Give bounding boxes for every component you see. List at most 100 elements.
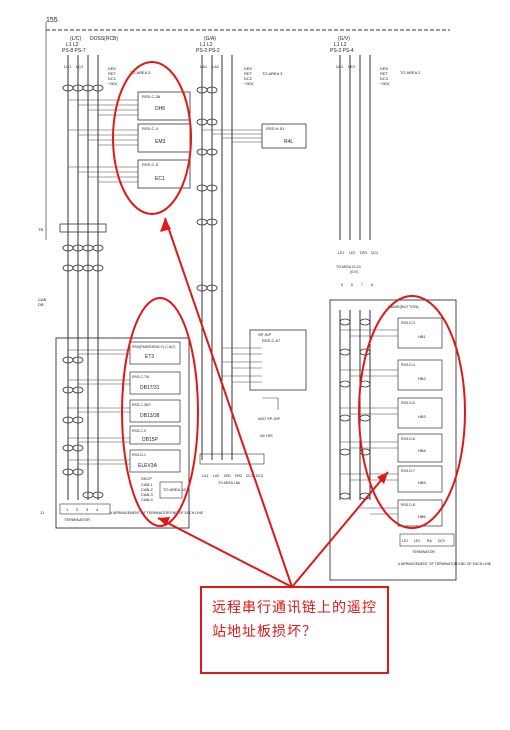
station-head: RSS-C-38/7 bbox=[132, 403, 151, 407]
left-term-num-3: 3 bbox=[86, 507, 89, 512]
left-station-2: RSS-C-4 EM3 bbox=[137, 123, 191, 153]
left-lower-fuses bbox=[62, 356, 104, 499]
left-corner-mark: 155 bbox=[46, 17, 58, 24]
right-station-5: RSS-D-7 HB5 bbox=[397, 465, 443, 493]
left-wire-3: DR1 bbox=[108, 66, 117, 71]
mid-wire-6: +30V bbox=[244, 81, 254, 86]
right-bt-2: LE2 bbox=[414, 539, 420, 543]
right-station-taps bbox=[340, 329, 398, 515]
mid-leader bbox=[262, 397, 279, 410]
right-bt-1: LE1 bbox=[402, 539, 408, 543]
right-bw-1: LE1 bbox=[338, 251, 344, 255]
station-name: DH6 bbox=[155, 106, 165, 112]
left-lower-cabinet bbox=[55, 337, 190, 529]
left-fuse-row-mid bbox=[62, 244, 104, 272]
left-wire-5: DC1 bbox=[108, 76, 117, 81]
station-head: RSS-H-51 bbox=[266, 126, 285, 131]
left-term-num-4: 4 bbox=[96, 507, 99, 512]
bus-mid-label: (G/A) bbox=[204, 36, 216, 42]
station-name: HB6 bbox=[418, 514, 427, 519]
station-head: RSS-D-8 bbox=[401, 503, 415, 507]
right-gv: (G/V) bbox=[350, 270, 358, 274]
left-j-label: J1 bbox=[40, 510, 45, 515]
left-termination-block: TB bbox=[38, 223, 107, 233]
station-name: DB17/31 bbox=[140, 385, 160, 391]
mid-sp-sip-block: SP-SIP RSS-C-67 bbox=[249, 329, 307, 391]
station-head: RSS-D-1 bbox=[132, 453, 146, 457]
bus-right-label: (G/V) bbox=[338, 36, 350, 42]
mid-bt-6: DC3 bbox=[256, 474, 263, 478]
to-area-box bbox=[159, 481, 183, 499]
right-bw-2: LE2 bbox=[349, 251, 355, 255]
station-name: EM3 bbox=[155, 139, 166, 145]
right-station-3: RSS-D-5 HB3 bbox=[397, 397, 443, 429]
station-head: RSS-C-36 bbox=[142, 94, 161, 99]
mid-w-o: W/O SP-SIP bbox=[258, 416, 281, 421]
mid-terminal-strip bbox=[199, 453, 265, 465]
station-name: DB13/38 bbox=[140, 413, 160, 419]
cab-num: DB bbox=[38, 302, 44, 307]
left-wire-1: LC1 bbox=[64, 64, 72, 69]
right-station-4: RSS-D-6 HB4 bbox=[397, 433, 443, 463]
mid-wire-4: RET bbox=[244, 71, 253, 76]
callout-text: 远程串行通讯链上的遥控站地址板损坏？ bbox=[212, 600, 377, 640]
station-name: R4L bbox=[284, 139, 293, 145]
pointer-line-right bbox=[291, 471, 389, 588]
sub-label: CAB-4 bbox=[141, 497, 154, 502]
right-to-area: TO AREA 2 bbox=[400, 70, 421, 75]
station-name: HB5 bbox=[418, 480, 427, 485]
callout-box: 远程串行通讯链上的遥控站地址板损坏？ bbox=[200, 586, 389, 674]
right-cabinet-label: NAME(BUTTON) bbox=[388, 304, 419, 309]
station-head: RSS(EMERGENCY)-C-6(T) bbox=[132, 345, 175, 349]
bus-left-label: (L/C) bbox=[70, 36, 81, 42]
right-station-2: RSS-D-4 HB2 bbox=[397, 359, 443, 391]
right-wire-1: LE1 bbox=[336, 64, 344, 69]
left-wire-2: LC2 bbox=[76, 64, 84, 69]
cab-label: CAB bbox=[38, 297, 47, 302]
station-head: RSS-D-7 bbox=[401, 469, 415, 473]
pointer-line-left bbox=[157, 517, 293, 588]
right-to-area-mid: TO AREA 22,24 bbox=[336, 265, 361, 269]
right-wire-4: RET bbox=[380, 71, 389, 76]
right-wire-3: DR3 bbox=[380, 66, 389, 71]
mid-fuses bbox=[196, 86, 218, 292]
right-wire-5: DC3 bbox=[380, 76, 389, 81]
mid-sp-taps bbox=[222, 347, 262, 383]
station-name: HB3 bbox=[418, 414, 427, 419]
pointer-line-top bbox=[164, 217, 293, 588]
right-note: # ARRANGEMENT OF TERMINATOR END OF EACH … bbox=[398, 562, 492, 566]
mid-to-area-b: TO AREA 18A bbox=[218, 481, 241, 485]
sub-label: CAB-2 bbox=[141, 487, 154, 492]
station-head: RSS-C-4 bbox=[142, 126, 159, 131]
right-bw-3: DR3 bbox=[360, 251, 367, 255]
right-wire-6: +30V bbox=[380, 81, 390, 86]
station-head: RSS-D-5 bbox=[401, 401, 415, 405]
right-cab-1: 5 bbox=[341, 283, 343, 287]
right-terminal-strip bbox=[399, 533, 455, 547]
left-term-num-2: 2 bbox=[76, 507, 79, 512]
station-head: RSS-C-9 bbox=[132, 429, 146, 433]
tb-label: TB bbox=[38, 227, 43, 232]
station-name: DB15P bbox=[142, 437, 159, 443]
right-bt-4: DC3 bbox=[438, 539, 445, 543]
bus-left-terms: L1 L2 bbox=[66, 42, 79, 48]
right-cab-4: 8 bbox=[371, 283, 373, 287]
left-lower-station-2: RSS-C-7/8 DB17/31 bbox=[129, 371, 181, 395]
sp-sip-label: SP-SIP bbox=[258, 332, 271, 337]
mid-to-area: TO AREA 3 bbox=[262, 71, 283, 76]
left-lower-station-5: RSS-D-1 ELEV3A bbox=[129, 449, 181, 473]
station-head: RSS-D-4 bbox=[401, 363, 415, 367]
right-fuses bbox=[339, 318, 371, 500]
sp-head: RSS-C-67 bbox=[262, 338, 281, 343]
arrowhead-top bbox=[160, 218, 171, 232]
sub-label: CAB-3 bbox=[141, 492, 154, 497]
mid-wire-3: DR2 bbox=[244, 66, 253, 71]
left-lower-station-4: RSS-C-9 DB15P bbox=[129, 425, 181, 445]
left-station-1: RSS-C-36 DH6 bbox=[137, 91, 191, 121]
right-bus-lines bbox=[339, 55, 371, 240]
right-cab-3: 7 bbox=[361, 283, 363, 287]
mid-bt-1: LA1 bbox=[202, 474, 208, 478]
mid-bt-5: DC2 bbox=[246, 474, 253, 478]
left-sub-labels: SSCP CAB-1 CAB-2 CAB-3 CAB-4 bbox=[141, 476, 154, 502]
